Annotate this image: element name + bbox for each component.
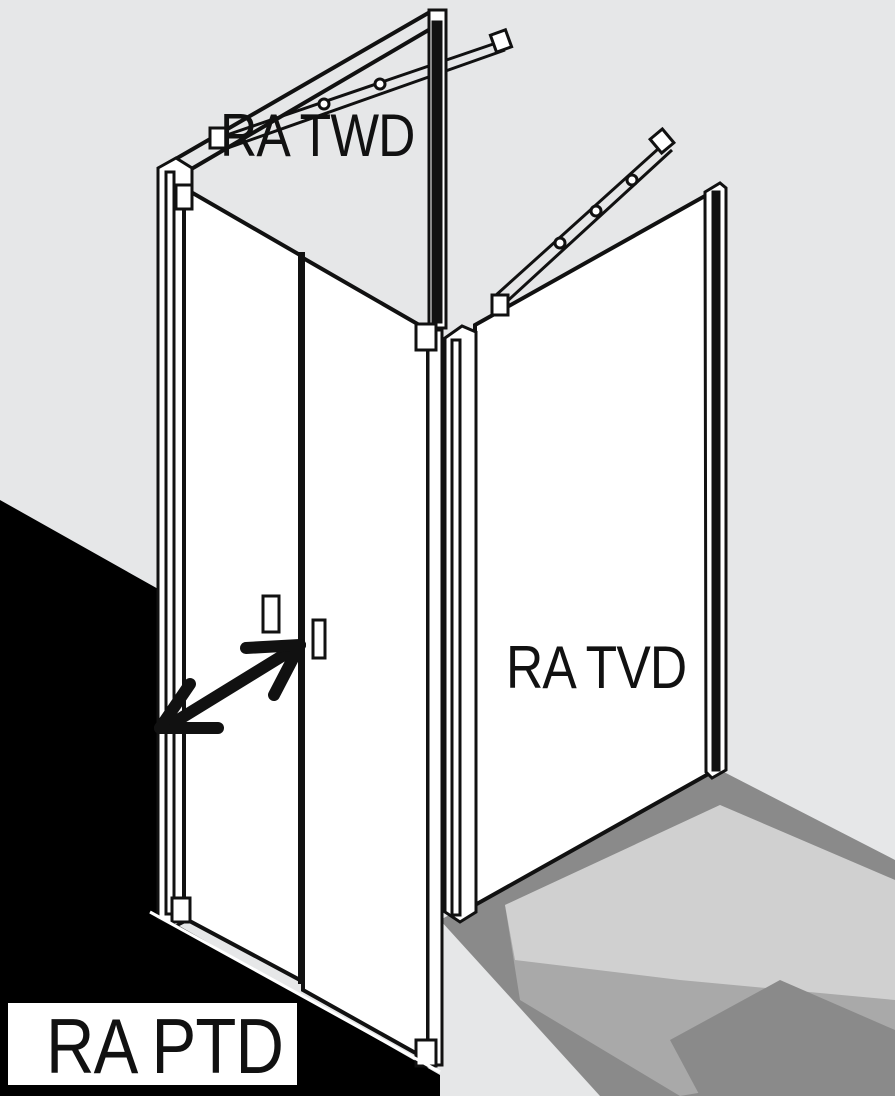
floor-line (149, 910, 441, 1074)
right-door-profile (414, 322, 444, 1067)
label-ra-ptd: RA PTD (46, 1002, 284, 1090)
label-box-ra-ptd (8, 1003, 297, 1085)
door-center-seal (298, 252, 305, 984)
top-rail-back (158, 10, 434, 180)
door-handles (261, 594, 327, 660)
floor-black (0, 500, 440, 1096)
opening-arrow-icon (154, 639, 306, 734)
corner-post (443, 324, 478, 924)
side-wall-profile (703, 181, 728, 780)
shower-tray (440, 770, 895, 1096)
stabilizer-bar-side (490, 126, 677, 317)
hinge-icons (170, 126, 438, 1068)
back-post (427, 8, 448, 330)
label-ra-tvd: RA TVD (506, 634, 687, 701)
label-ra-twd: RA TWD (220, 102, 415, 169)
door-leaf-left (182, 184, 302, 984)
